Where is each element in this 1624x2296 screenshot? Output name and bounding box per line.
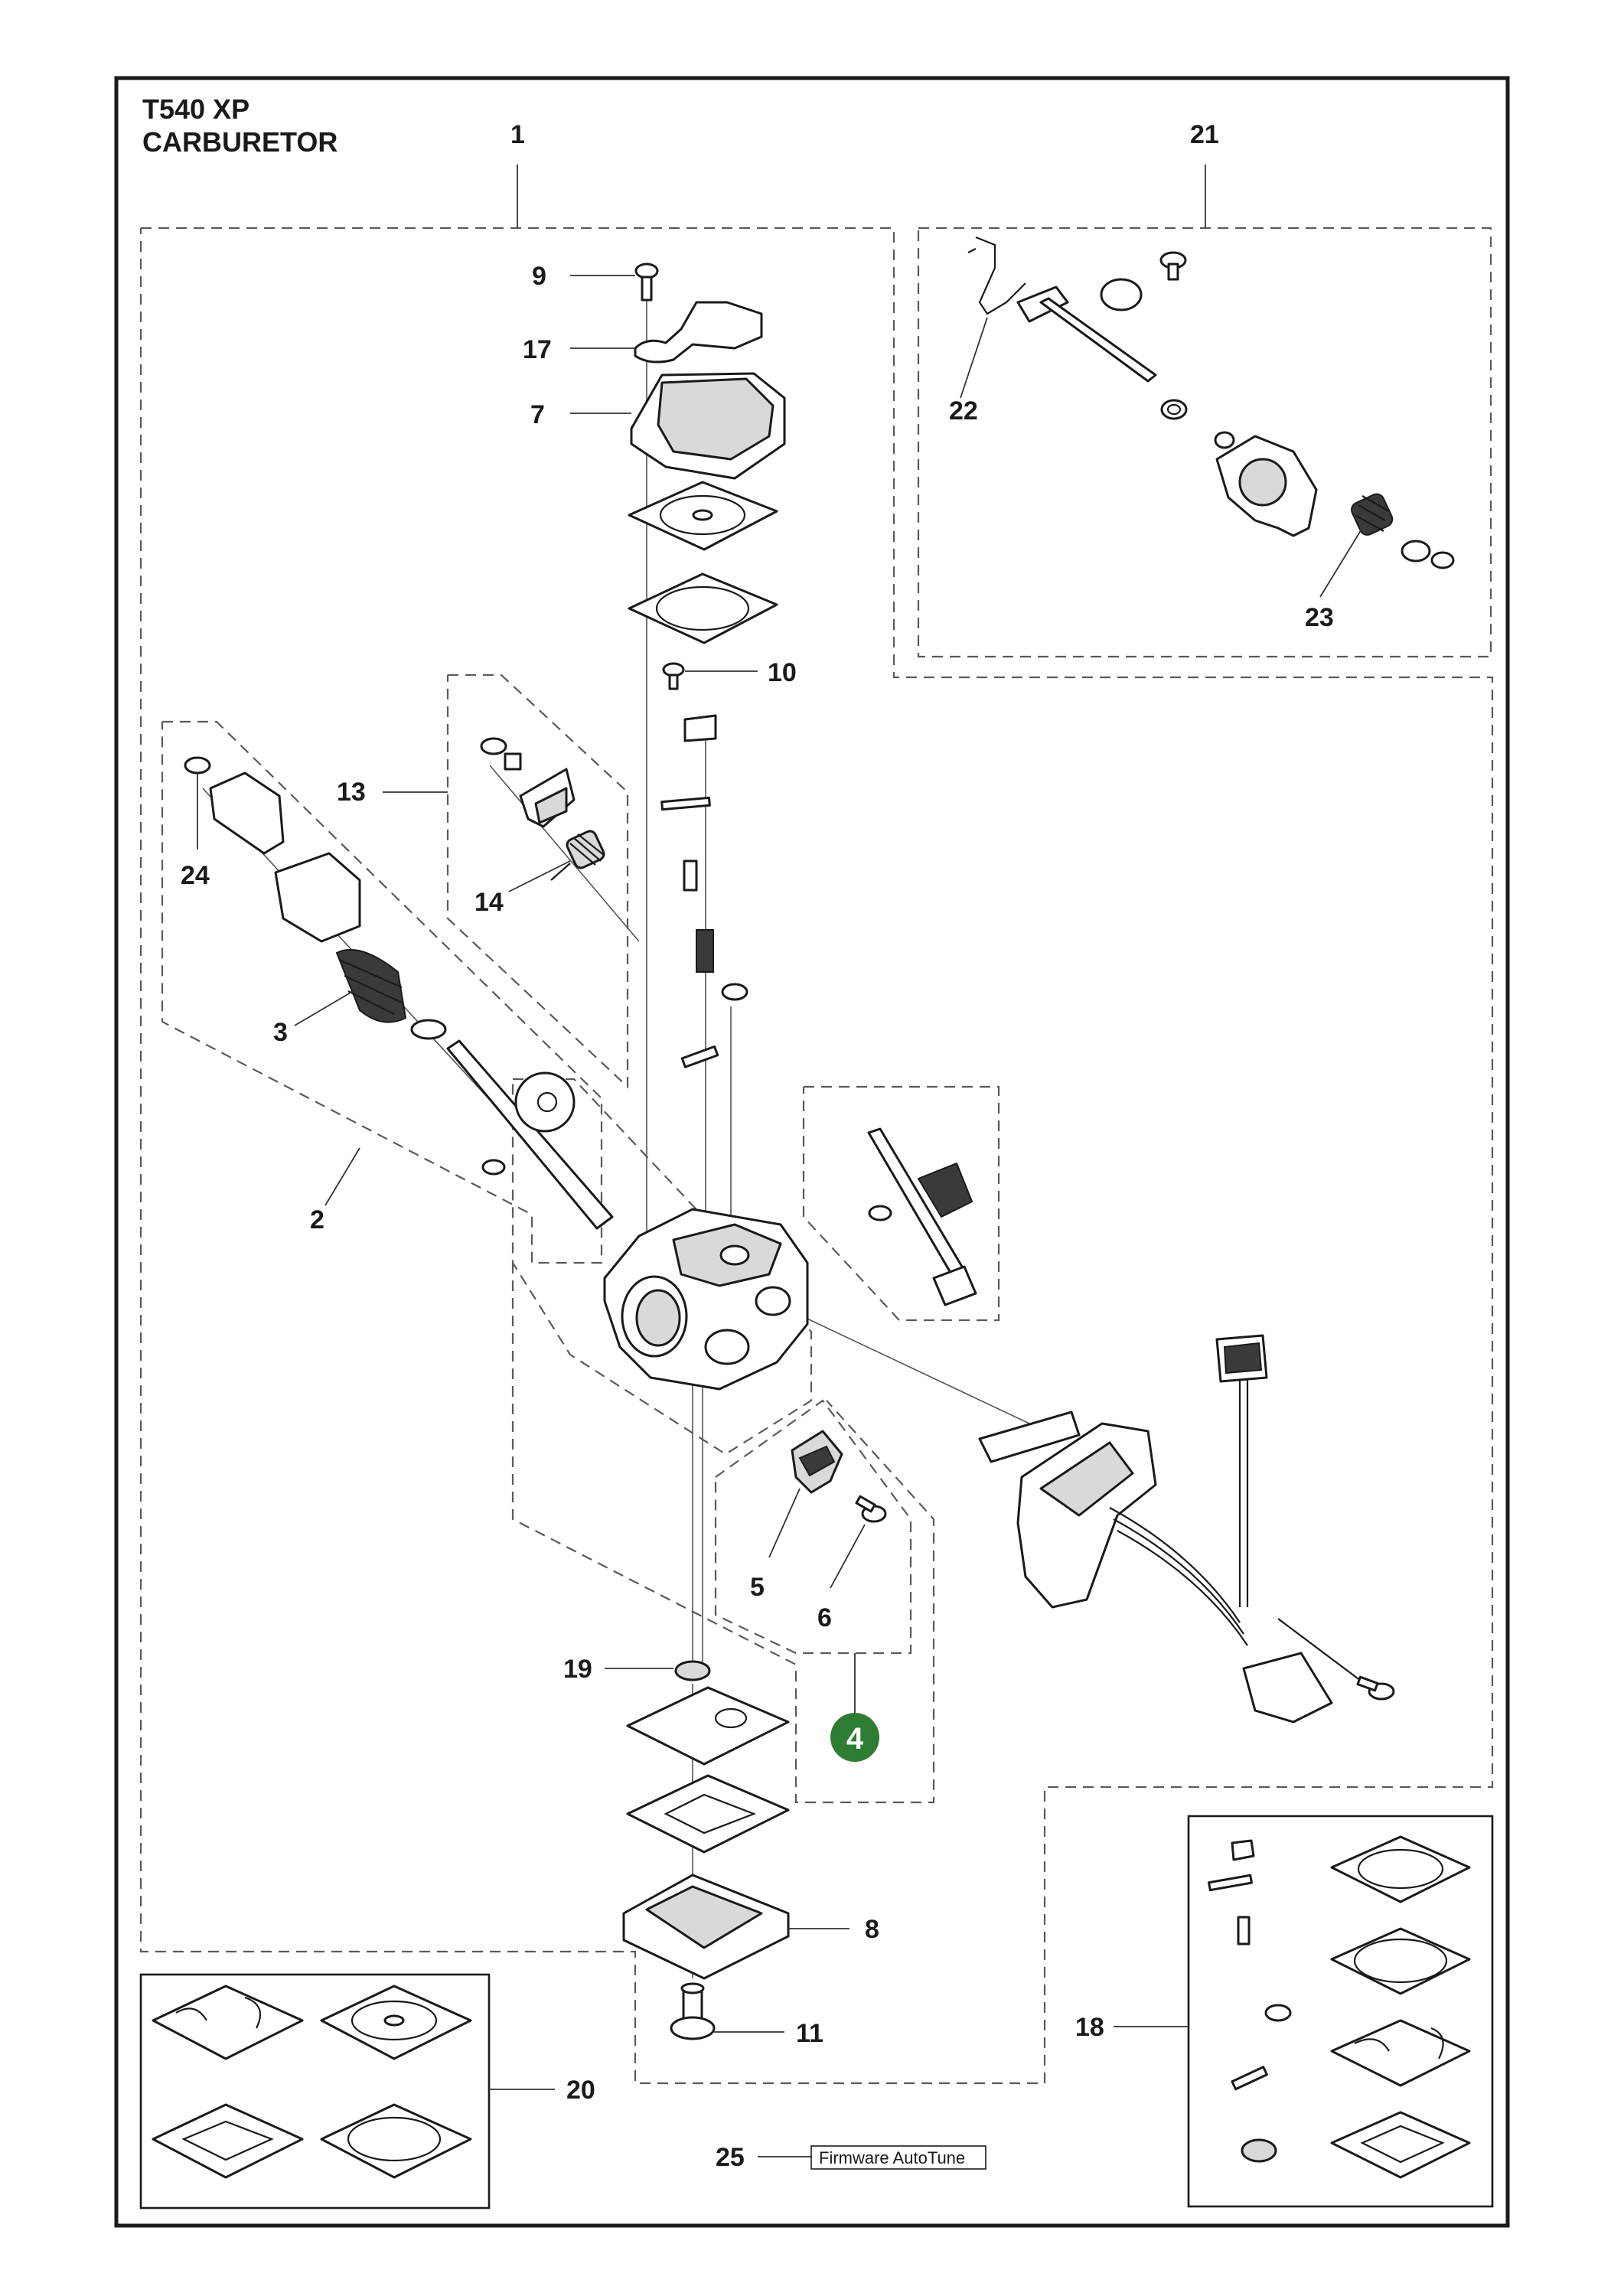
group-13-outline [446,673,629,1089]
part-13-lever [383,737,576,828]
part-19-filter [605,1660,711,1681]
group-body-outline [511,1078,813,1456]
part-4-highlight-circle [830,1713,879,1762]
model-title: T540 XP [142,93,249,125]
label-24: 24 [181,861,210,890]
carburetor-body [603,1208,809,1391]
label-14: 14 [474,888,504,917]
label-3: 3 [273,1018,288,1047]
part-25-note: Firmware AutoTune [758,2145,986,2170]
group-lower-outline [511,1263,935,1804]
label-9: 9 [532,262,546,291]
label-6: 6 [817,1603,832,1632]
label-1: 1 [510,120,525,149]
part-3-spring [274,852,407,1026]
part-4-badge: 4 [830,1653,879,1762]
label-2: 2 [310,1205,324,1234]
label-21: 21 [1190,120,1219,149]
pump-gasket [628,572,778,644]
label-17: 17 [523,335,552,364]
kit-18-contents [1208,1835,1471,2179]
label-5: 5 [750,1573,765,1602]
label-10: 10 [768,658,797,687]
label-23: 23 [1305,603,1334,632]
group-4-outline [714,1399,912,1655]
label-22: 22 [949,396,978,426]
metering-gasket-stack [626,1686,790,1854]
lever-housing-21 [1214,431,1318,537]
part-11-bolt [670,1982,784,2040]
pump-diaphragm [628,481,778,551]
group-1-outline [139,165,1494,2085]
part-24-clip [184,756,285,855]
kit-20-box [139,1973,491,2210]
label-11: 11 [796,2019,823,2048]
part-6-screw [830,1495,887,1589]
group-21-outline [917,165,1492,658]
label-20: 20 [566,2076,595,2105]
label-13: 13 [337,778,366,807]
group-choke-outline [802,1085,1000,1322]
firmware-autotune-label: Firmware AutoTune [819,2148,965,2167]
assembly-axes [202,295,1030,1978]
label-4: 4 [846,1722,864,1756]
choke-shaft-21 [1016,251,1188,420]
part-5-lever [768,1430,843,1558]
choke-shaft [867,1127,977,1306]
label-8: 8 [865,1915,879,1944]
part-10-screw [662,662,758,690]
kit-18-box [1187,1815,1494,2208]
autotune-module [978,1334,1395,1724]
part-22-wire [960,236,1026,399]
part-2-throttle-shaft [324,1019,614,1230]
section-title: CARBURETOR [142,126,338,158]
group-2-outline [161,720,603,1264]
label-7: 7 [530,400,545,429]
needle-valve-parts [660,714,748,1068]
page-frame [114,76,1510,2228]
part-7-pump-cover [570,372,786,480]
part-23-spring [1319,493,1455,598]
label-18: 18 [1075,2013,1104,2042]
part-9-screw [570,263,659,302]
part-8-metering-cover [622,1874,850,1980]
part-14-spring [508,830,605,892]
part-17-bracket [570,301,763,364]
kit-20-contents [152,1985,472,2179]
label-19: 19 [563,1655,592,1684]
label-25: 25 [716,2143,745,2172]
